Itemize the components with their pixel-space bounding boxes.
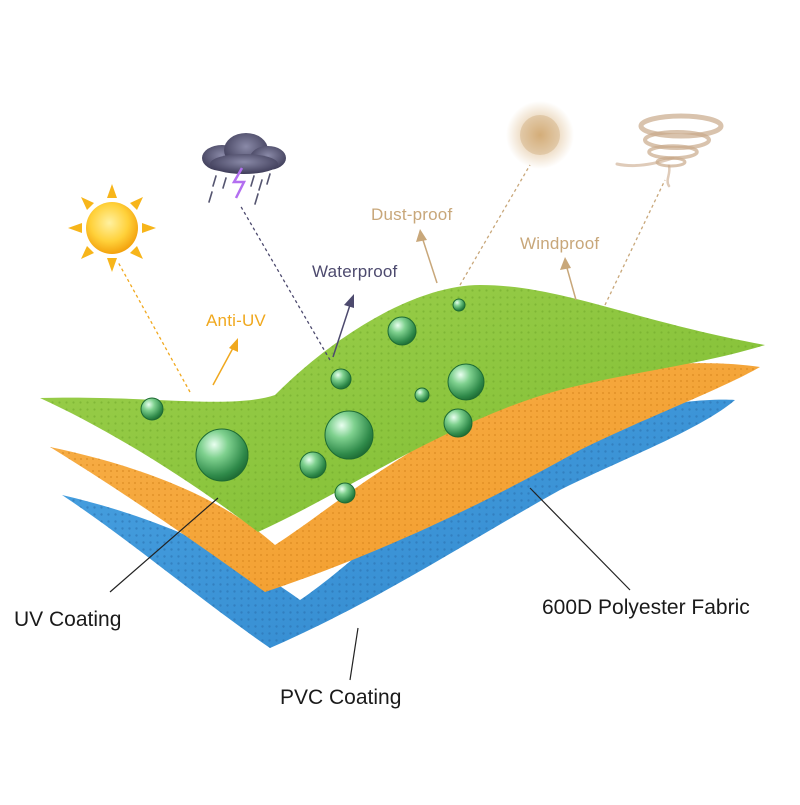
water-drop-icon xyxy=(335,483,355,503)
water-drop-icon xyxy=(331,369,351,389)
whirlwind-icon xyxy=(617,116,721,186)
storm-cloud-icon xyxy=(202,133,286,204)
uv-coating-label: UV Coating xyxy=(14,608,121,632)
water-drop-icon xyxy=(444,409,472,437)
sun-icon xyxy=(68,184,156,272)
water-drop-icon xyxy=(325,411,373,459)
pvc-coating-label: PVC Coating xyxy=(280,686,401,710)
dust-cloud-icon xyxy=(506,101,574,169)
water-drop-icon xyxy=(141,398,163,420)
water-drop-icon xyxy=(453,299,465,311)
water-drop-icon xyxy=(196,429,248,481)
windproof-label: Windproof xyxy=(520,234,599,254)
water-drop-icon xyxy=(388,317,416,345)
pvc-coating-leader xyxy=(350,628,358,680)
water-drop-icon xyxy=(448,364,484,400)
waterproof-pointer xyxy=(240,205,354,360)
dust-proof-pointer xyxy=(416,165,530,285)
polyester-leader xyxy=(530,488,630,590)
water-drop-icon xyxy=(300,452,326,478)
water-drop-icon xyxy=(415,388,429,402)
polyester-fabric-label: 600D Polyester Fabric xyxy=(542,596,750,620)
waterproof-label: Waterproof xyxy=(312,262,397,282)
dust-proof-label: Dust-proof xyxy=(371,205,452,225)
anti-uv-label: Anti-UV xyxy=(206,311,266,331)
